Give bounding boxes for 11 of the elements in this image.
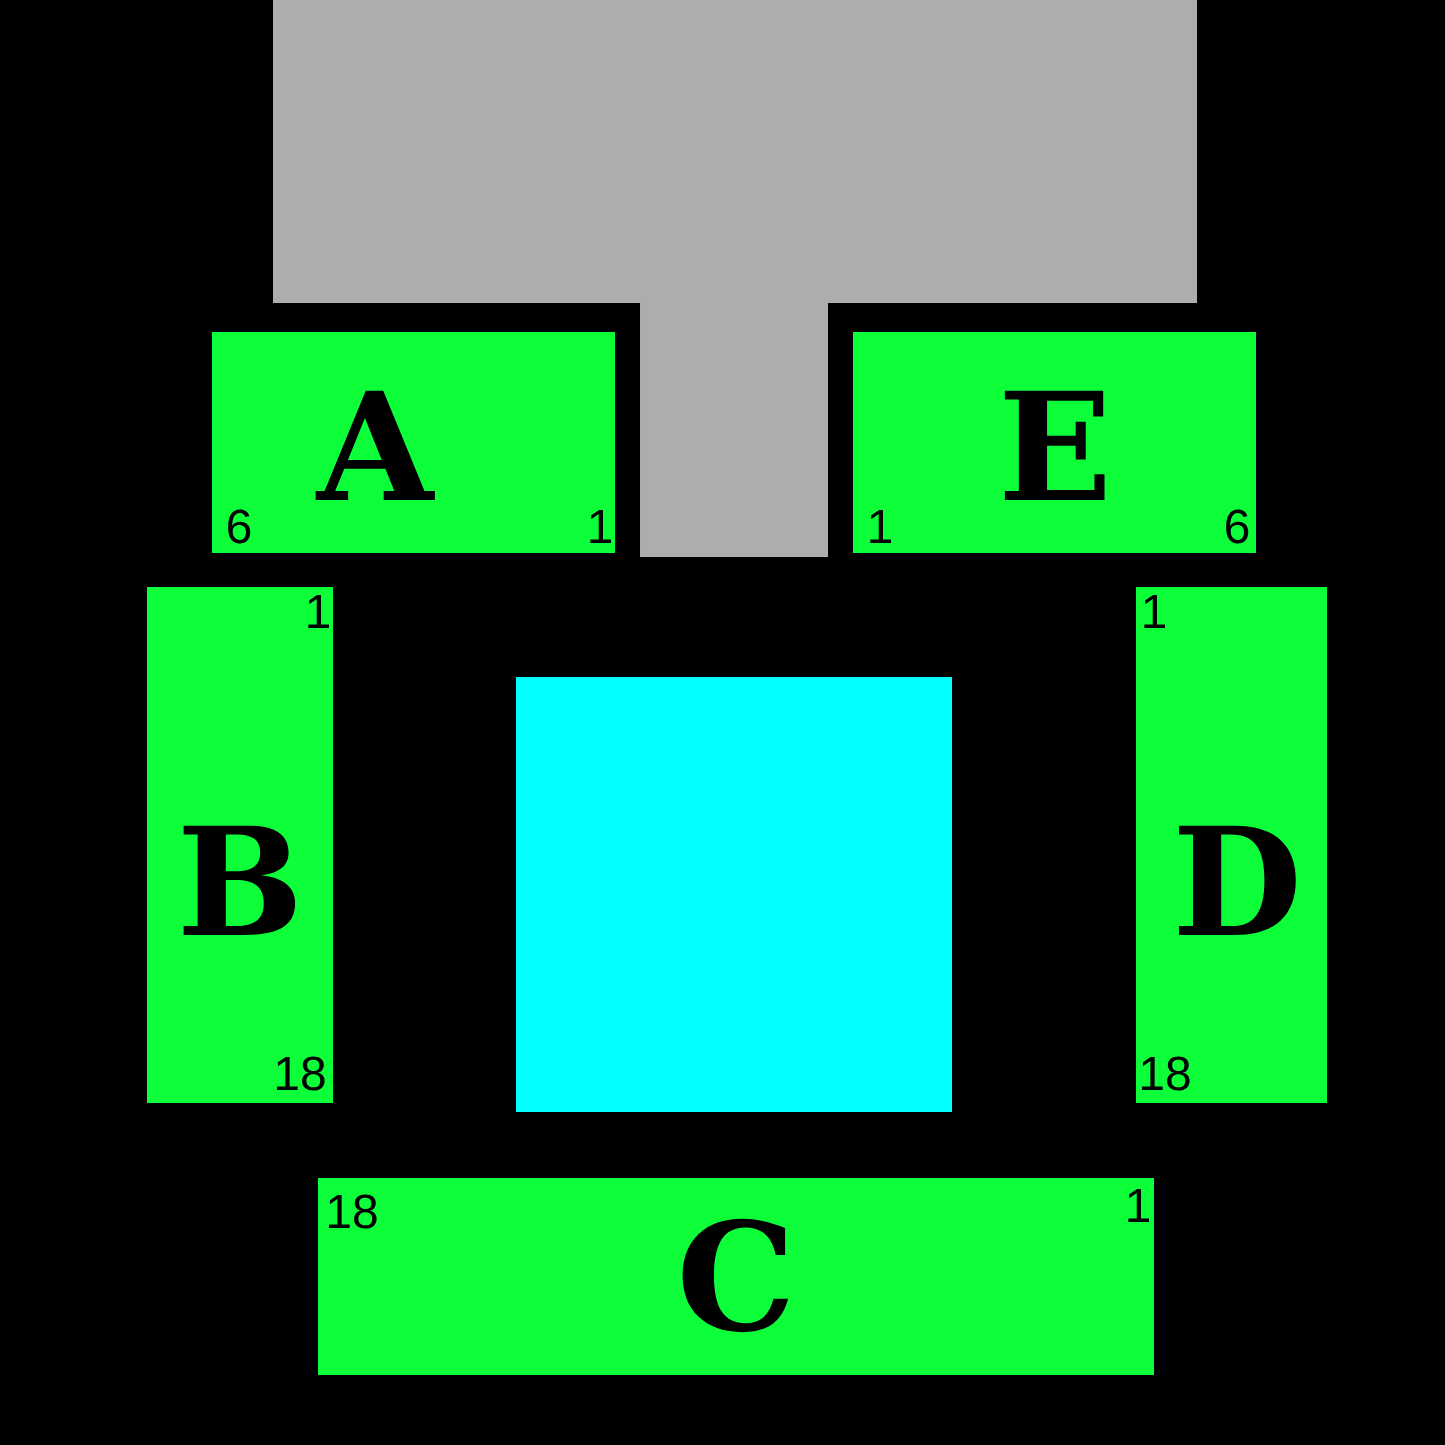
pin-number: 1 [308, 594, 329, 628]
pin-number: 6 [1226, 509, 1249, 544]
filled-square [516, 677, 952, 1112]
pin-number: 1 [590, 509, 611, 543]
pin-number: 6 [228, 509, 251, 544]
pin-number: 18 [277, 1056, 325, 1091]
pin-number: 1 [1144, 594, 1165, 628]
pin-number: 18 [329, 1194, 377, 1229]
pin-number: 18 [1142, 1056, 1190, 1091]
pin-number: 1 [1128, 1188, 1149, 1222]
pin-number: 1 [870, 509, 891, 543]
